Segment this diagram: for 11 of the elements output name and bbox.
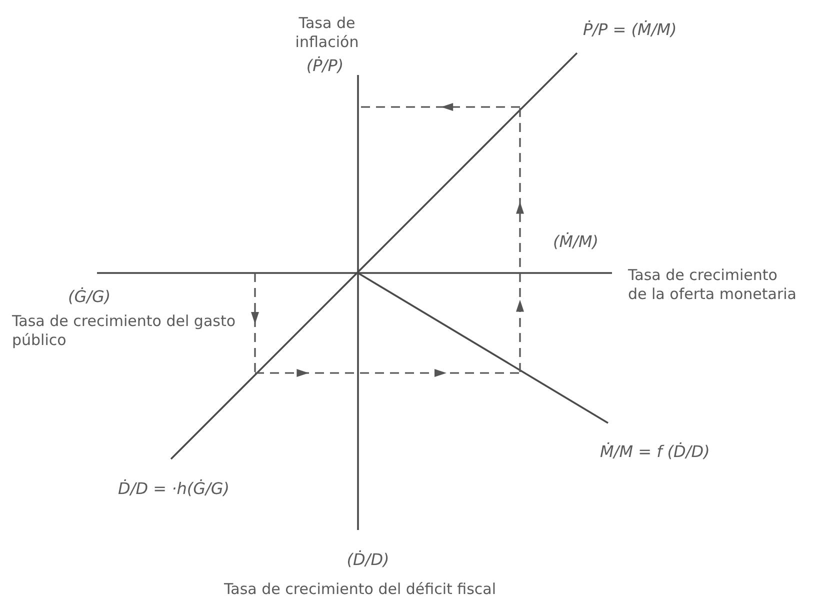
axis-symbol: (Ġ/G) [68,287,111,306]
axis-title: Tasa de crecimiento de la oferta monetaria [628,266,798,304]
axis-title: Tasa de inflación [294,14,360,52]
function-equation: Ḋ/D = ·h(Ġ/G) [118,479,230,498]
axis-symbol: (Ṁ/M) [553,232,598,251]
function-equation: Ṗ/P = (Ṁ/M) [583,20,677,39]
axis-symbol: (Ḋ/D) [346,550,390,569]
axis-title: Tasa de crecimiento del déficit fiscal [222,580,498,599]
axis-title: Tasa de crecimiento del gasto público [12,312,237,350]
function-equation: Ṁ/M = f (Ḋ/D) [600,442,710,461]
axis-symbol: (Ṗ/P) [305,56,345,75]
